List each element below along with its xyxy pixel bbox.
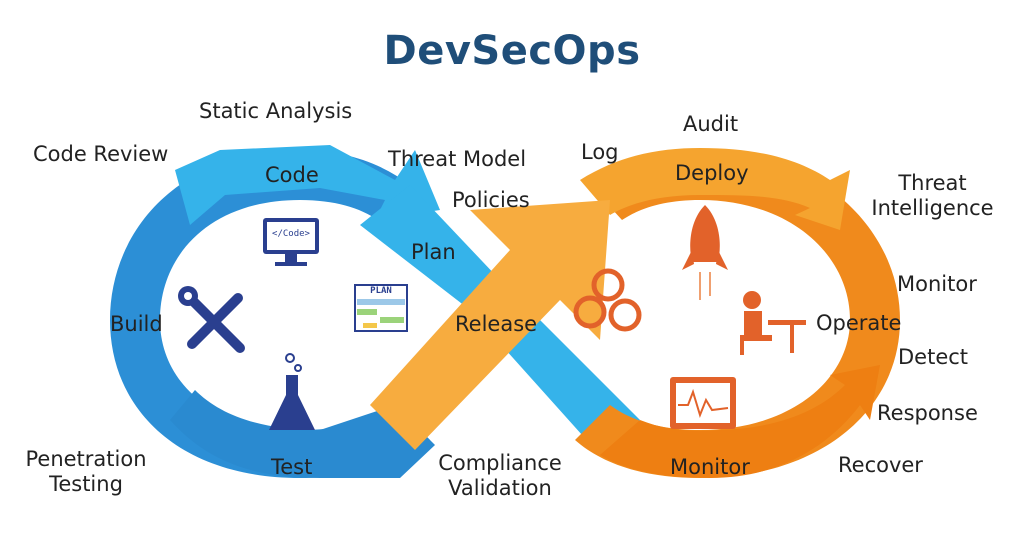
person-at-desk-icon xyxy=(740,291,806,355)
blue-arrow-code xyxy=(175,145,440,225)
phase-deploy: Deploy xyxy=(675,161,749,185)
label-code-review: Code Review xyxy=(33,142,169,166)
blue-arrow-test xyxy=(170,390,435,478)
monitor-chart-icon xyxy=(670,377,736,429)
diagram-title: DevSecOps xyxy=(383,28,641,74)
phase-operate: Operate xyxy=(816,311,902,335)
label-threat: Threat xyxy=(898,171,967,195)
label-validation: Validation xyxy=(448,476,552,500)
phase-code: Code xyxy=(265,163,319,187)
gears-icon xyxy=(573,268,642,332)
label-audit: Audit xyxy=(683,112,739,136)
orange-arrow-monitor xyxy=(600,365,880,478)
label-compliance: Compliance xyxy=(438,451,562,475)
phase-test: Test xyxy=(271,455,313,479)
phase-release: Release xyxy=(455,312,538,336)
blue-arrow-plan xyxy=(360,185,500,310)
label-detect: Detect xyxy=(898,345,969,369)
label-monitor-practice: Monitor xyxy=(897,272,977,296)
label-static-analysis: Static Analysis xyxy=(199,99,353,123)
label-response: Response xyxy=(877,401,978,425)
rocket-icon xyxy=(682,205,728,300)
label-penetration: Penetration xyxy=(25,447,147,471)
orange-loop-ring xyxy=(575,150,900,478)
lab-flask-icon xyxy=(269,353,315,430)
phase-build: Build xyxy=(110,312,163,336)
label-penetration-testing: Penetration Testing xyxy=(16,447,156,497)
phase-monitor: Monitor xyxy=(670,455,750,479)
label-threat-model: Threat Model xyxy=(388,147,527,171)
code-monitor-icon xyxy=(263,218,319,266)
wrench-screwdriver-icon xyxy=(178,286,245,353)
plan-sheet-icon xyxy=(354,284,408,332)
orange-release-arrow xyxy=(370,200,610,450)
label-log: Log xyxy=(581,140,619,164)
code-screen-text: </Code> xyxy=(272,229,310,239)
label-testing: Testing xyxy=(49,472,123,496)
label-recover: Recover xyxy=(838,453,923,477)
plan-sheet-text: PLAN xyxy=(370,286,392,296)
label-policies: Policies xyxy=(452,188,530,212)
label-threat-intelligence: Threat Intelligence xyxy=(860,171,1005,221)
orange-arrow-deploy xyxy=(580,148,850,230)
label-intelligence: Intelligence xyxy=(871,196,994,220)
phase-plan: Plan xyxy=(411,240,456,264)
label-compliance-validation: Compliance Validation xyxy=(425,451,575,501)
